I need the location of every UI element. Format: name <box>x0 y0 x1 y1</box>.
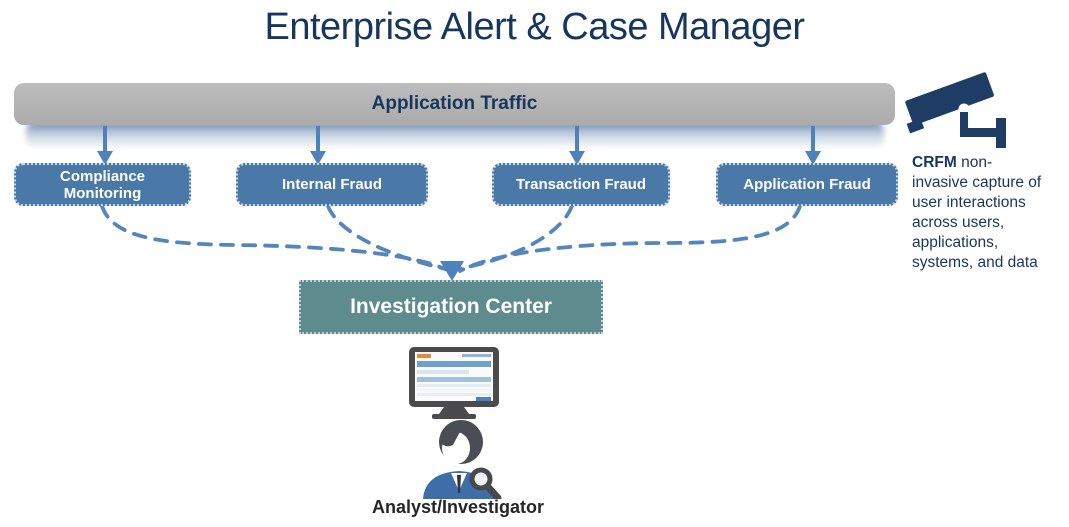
traffic-bar-shadow <box>26 121 884 149</box>
camera-lens-step <box>906 118 925 134</box>
investigation-monitor-icon <box>409 347 499 419</box>
drop-arrows <box>97 126 821 165</box>
channel-label: Application Fraud <box>743 176 871 193</box>
cctv-camera-icon <box>905 72 1006 148</box>
converge-arrowhead <box>440 261 464 281</box>
converging-dashed-lines <box>100 204 802 273</box>
channel-box-compliance-monitoring: Compliance Monitoring <box>14 163 191 206</box>
application-traffic-bar: Application Traffic <box>14 83 895 125</box>
investigation-center-box: Investigation Center <box>299 280 603 334</box>
channel-label: Internal Fraud <box>281 176 382 193</box>
channel-box-internal-fraud: Internal Fraud <box>236 163 428 206</box>
camera-arm <box>960 128 1002 137</box>
channel-box-application-fraud: Application Fraud <box>716 163 898 206</box>
analyst-investigator-label: Analyst/Investigator <box>371 497 545 517</box>
application-traffic-label: Application Traffic <box>371 93 538 114</box>
magnifier-handle <box>484 483 502 499</box>
camera-wall-plate <box>996 118 1006 148</box>
channel-label: Transaction Fraud <box>515 176 647 193</box>
magnifier-lens <box>469 467 493 491</box>
monitor-base <box>432 414 476 419</box>
page-title: Enterprise Alert & Case Manager <box>264 6 806 48</box>
crfm-term: CRFM <box>912 154 957 171</box>
investigation-center-label: Investigation Center <box>350 295 552 318</box>
camera-post <box>960 112 968 136</box>
monitor-screen <box>415 352 493 401</box>
analyst-magnifier-icon <box>423 420 502 499</box>
camera-pivot <box>958 103 970 115</box>
channel-label: Compliance Monitoring <box>59 167 146 202</box>
camera-body <box>905 72 994 126</box>
monitor-neck <box>439 407 469 414</box>
analyst-tie <box>457 475 461 493</box>
channel-box-transaction-fraud: Transaction Fraud <box>492 163 670 206</box>
